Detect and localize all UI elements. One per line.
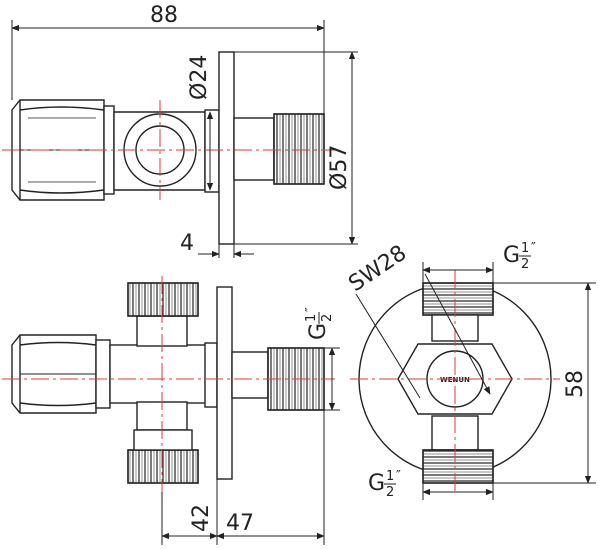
dim-sw28-label: SW28 bbox=[344, 241, 411, 297]
dim-4 bbox=[198, 244, 254, 258]
dim-dia57 bbox=[234, 51, 358, 245]
dim-g-mid bbox=[324, 347, 340, 411]
top-body bbox=[113, 109, 220, 193]
top-handle bbox=[11, 99, 115, 201]
top-flange bbox=[218, 51, 235, 245]
top-centerlines bbox=[2, 100, 335, 200]
dim-dia57-label: Ø57 bbox=[327, 145, 352, 190]
svg-text:2: 2 bbox=[386, 485, 394, 500]
svg-text:G: G bbox=[503, 243, 520, 268]
top-view bbox=[11, 51, 325, 245]
dim-g-bottom bbox=[422, 483, 494, 500]
front-bottom-branch bbox=[127, 401, 199, 484]
dim-88 bbox=[11, 20, 325, 114]
svg-text:2: 2 bbox=[320, 314, 335, 322]
dim-42-47 bbox=[161, 410, 325, 545]
dim-42-label: 42 bbox=[189, 504, 214, 532]
svg-text:″: ″ bbox=[304, 307, 319, 312]
dim-g-top bbox=[422, 262, 494, 283]
svg-text:2: 2 bbox=[521, 257, 529, 272]
svg-text:1: 1 bbox=[304, 314, 319, 322]
dim-58 bbox=[493, 282, 596, 484]
dim-88-label: 88 bbox=[150, 3, 178, 28]
svg-text:1: 1 bbox=[521, 241, 529, 256]
dim-sw28 bbox=[355, 273, 491, 399]
top-outlet bbox=[233, 113, 325, 185]
front-handle bbox=[11, 334, 111, 414]
dim-g-top-label: G 1 2 ″ bbox=[503, 241, 536, 272]
front-top-branch bbox=[127, 282, 199, 347]
dim-dia24-label: Ø24 bbox=[187, 55, 212, 100]
front-centerlines bbox=[2, 276, 335, 492]
side-centerlines bbox=[350, 270, 560, 492]
dim-g-bottom-label: G 1 2 ″ bbox=[368, 469, 401, 500]
dim-58-label: 58 bbox=[563, 370, 588, 398]
svg-text:″: ″ bbox=[396, 469, 401, 484]
front-view bbox=[11, 282, 325, 484]
front-flange bbox=[216, 286, 233, 480]
svg-text:G: G bbox=[306, 323, 331, 340]
svg-text:1: 1 bbox=[386, 469, 394, 484]
dim-47-label: 47 bbox=[226, 511, 254, 536]
dim-g-mid-label: G 1 2 ″ bbox=[304, 307, 335, 340]
dim-4-label: 4 bbox=[180, 231, 194, 256]
svg-text:″: ″ bbox=[531, 241, 536, 256]
svg-text:G: G bbox=[368, 471, 385, 496]
